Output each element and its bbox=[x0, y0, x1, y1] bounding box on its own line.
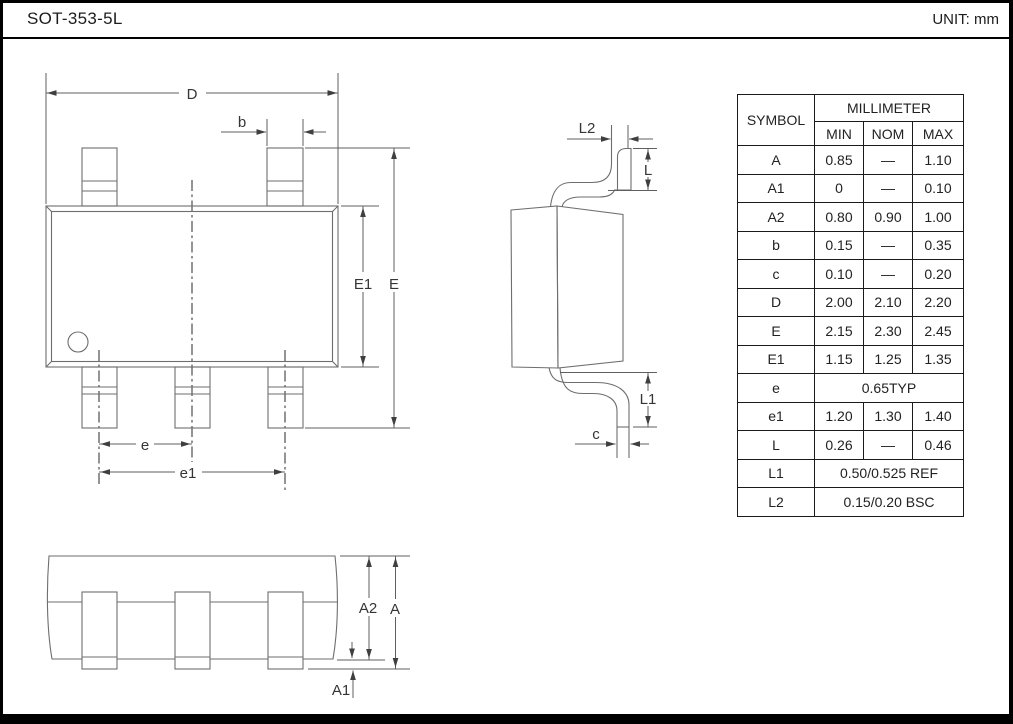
table-header-max: MAX bbox=[912, 121, 964, 146]
side-view-drawing: L2 L L1 c bbox=[510, 120, 659, 458]
symbol-cell: L2 bbox=[737, 487, 815, 517]
symbol-cell: E bbox=[737, 316, 815, 346]
nom-cell: 2.30 bbox=[863, 316, 913, 346]
pin1-indicator bbox=[67, 331, 89, 353]
dim-label-A2: A2 bbox=[359, 600, 377, 617]
dim-label-L2: L2 bbox=[579, 120, 596, 137]
max-cell: 1.35 bbox=[912, 344, 964, 374]
symbol-cell: L bbox=[737, 430, 815, 460]
unit-label: UNIT: mm bbox=[932, 11, 999, 28]
max-cell: 0.10 bbox=[912, 173, 964, 203]
min-cell: 0.80 bbox=[814, 202, 864, 232]
table-row: L 0.26 — 0.46 bbox=[737, 430, 964, 460]
max-cell: 0.20 bbox=[912, 259, 964, 289]
min-cell: 1.15 bbox=[814, 344, 864, 374]
min-cell: 1.20 bbox=[814, 401, 864, 431]
header-divider bbox=[3, 37, 1009, 39]
dim-label-e: e bbox=[141, 437, 149, 454]
table-header-millimeter: MILLIMETER bbox=[814, 94, 964, 122]
symbol-cell: e bbox=[737, 373, 815, 403]
symbol-cell: L1 bbox=[737, 458, 815, 488]
table-row: L2 0.15/0.20 BSC bbox=[737, 487, 964, 517]
min-cell: 2.15 bbox=[814, 316, 864, 346]
table-row: A 0.85 — 1.10 bbox=[737, 145, 964, 175]
package-title: SOT-353-5L bbox=[27, 9, 123, 28]
nom-cell: — bbox=[863, 259, 913, 289]
nom-cell: — bbox=[863, 145, 913, 175]
table-row: L1 0.50/0.525 REF bbox=[737, 458, 964, 488]
min-cell: 0.26 bbox=[814, 430, 864, 460]
dim-label-E: E bbox=[389, 276, 399, 293]
top-view-drawing: D b E1 E bbox=[45, 73, 410, 490]
dim-label-L: L bbox=[644, 162, 652, 179]
front-view-drawing: A2 A A1 bbox=[46, 555, 410, 699]
dim-label-E1: E1 bbox=[354, 276, 372, 293]
span-cell: 0.65TYP bbox=[814, 373, 964, 403]
symbol-cell: A bbox=[737, 145, 815, 175]
min-cell: 0.15 bbox=[814, 230, 864, 260]
span-cell: 0.15/0.20 BSC bbox=[814, 487, 964, 517]
max-cell: 1.00 bbox=[912, 202, 964, 232]
symbol-cell: b bbox=[737, 230, 815, 260]
table-row: c 0.10 — 0.20 bbox=[737, 259, 964, 289]
max-cell: 1.10 bbox=[912, 145, 964, 175]
symbol-cell: E1 bbox=[737, 344, 815, 374]
table-row: E1 1.15 1.25 1.35 bbox=[737, 344, 964, 374]
min-cell: 0.10 bbox=[814, 259, 864, 289]
nom-cell: 0.90 bbox=[863, 202, 913, 232]
dim-label-c: c bbox=[592, 426, 600, 443]
nom-cell: 1.25 bbox=[863, 344, 913, 374]
table-header-symbol: SYMBOL bbox=[737, 94, 815, 146]
nom-cell: — bbox=[863, 230, 913, 260]
table-header-min: MIN bbox=[814, 121, 864, 146]
symbol-cell: c bbox=[737, 259, 815, 289]
dimension-table: SYMBOL MILLIMETER MIN NOM MAX A 0.85 — 1… bbox=[737, 94, 964, 517]
symbol-cell: A2 bbox=[737, 202, 815, 232]
nom-cell: — bbox=[863, 173, 913, 203]
dim-label-b: b bbox=[238, 114, 246, 131]
nom-cell: 1.30 bbox=[863, 401, 913, 431]
nom-cell: 2.10 bbox=[863, 287, 913, 317]
dim-label-A: A bbox=[390, 601, 400, 618]
min-cell: 0 bbox=[814, 173, 864, 203]
max-cell: 1.40 bbox=[912, 401, 964, 431]
dim-label-D: D bbox=[187, 86, 198, 103]
span-cell: 0.50/0.525 REF bbox=[814, 458, 964, 488]
dim-label-e1: e1 bbox=[180, 465, 197, 482]
symbol-cell: D bbox=[737, 287, 815, 317]
table-row: e1 1.20 1.30 1.40 bbox=[737, 401, 964, 431]
symbol-cell: e1 bbox=[737, 401, 815, 431]
max-cell: 2.20 bbox=[912, 287, 964, 317]
max-cell: 2.45 bbox=[912, 316, 964, 346]
nom-cell: — bbox=[863, 430, 913, 460]
max-cell: 0.35 bbox=[912, 230, 964, 260]
table-row: A2 0.80 0.90 1.00 bbox=[737, 202, 964, 232]
symbol-cell: A1 bbox=[737, 173, 815, 203]
min-cell: 2.00 bbox=[814, 287, 864, 317]
dim-label-L1: L1 bbox=[640, 391, 657, 408]
table-row: b 0.15 — 0.35 bbox=[737, 230, 964, 260]
table-row: e 0.65TYP bbox=[737, 373, 964, 403]
table-header-nom: NOM bbox=[863, 121, 913, 146]
min-cell: 0.85 bbox=[814, 145, 864, 175]
table-row: D 2.00 2.10 2.20 bbox=[737, 287, 964, 317]
max-cell: 0.46 bbox=[912, 430, 964, 460]
dim-label-A1: A1 bbox=[332, 682, 350, 699]
table-row: A1 0 — 0.10 bbox=[737, 173, 964, 203]
table-row: E 2.15 2.30 2.45 bbox=[737, 316, 964, 346]
